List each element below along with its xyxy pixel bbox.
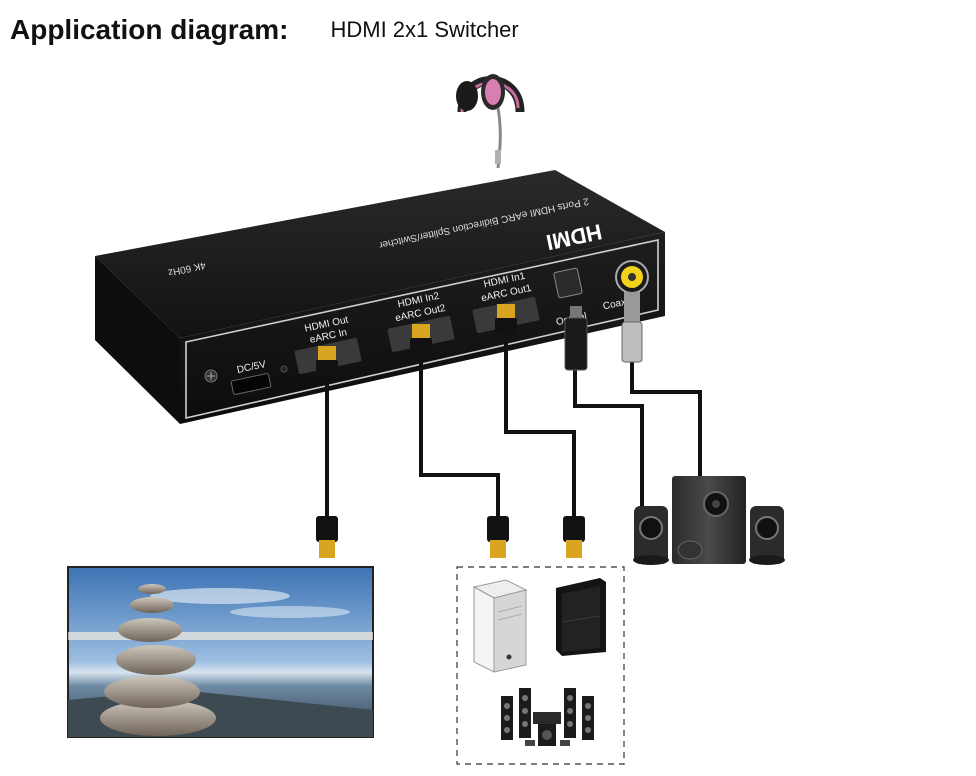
game-console-icon [556,578,606,656]
hdmi-plug-pc [487,516,509,558]
page-title: Application diagram: [10,14,289,45]
device-left-face [95,256,180,424]
cables [325,330,702,520]
cable-hdmi-in1 [504,330,576,520]
header: Application diagram: HDMI 2x1 Switcher [10,12,519,48]
speaker-system-icon [633,476,785,565]
hdmi-plug-in2-top [410,324,432,354]
source-devices-frame [456,566,625,765]
hdmi-plug-in1-top [495,304,517,334]
switcher-device: HDMI 2 Ports HDMI eARC Bidirection Split… [95,170,665,424]
cable-coaxial [630,358,702,478]
dc-power-port [230,373,272,395]
optical-plug [564,306,588,371]
screw-icon [204,369,218,383]
hdmi-plug-tv [316,516,338,558]
coaxial-plug [621,292,643,363]
cable-optical [573,370,644,512]
hdmi-plug-console [563,516,585,558]
tv-display-icon [67,566,374,738]
device-top-face [95,170,665,338]
pc-tower-icon [472,579,528,673]
headphones-icon [456,74,525,169]
page-subtitle: HDMI 2x1 Switcher [330,17,519,42]
cable-hdmi-in2 [419,350,500,520]
optical-port [553,267,583,299]
hdmi-plug-out-top [316,346,338,376]
home-theater-icon [501,688,594,746]
